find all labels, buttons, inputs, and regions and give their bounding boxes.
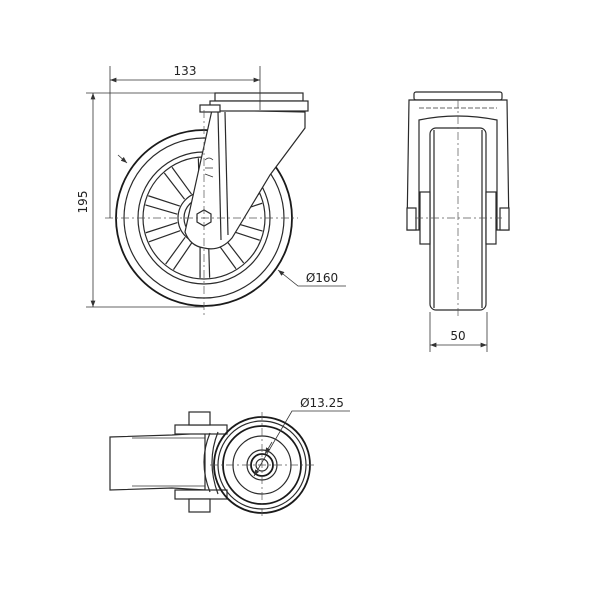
width-dimension-label: 133 bbox=[174, 64, 197, 78]
spoke-edge bbox=[163, 172, 186, 200]
bolt-bottom bbox=[188, 498, 211, 513]
front-view: 133 195 Ø160 bbox=[76, 64, 346, 318]
axle-nut-right bbox=[499, 207, 510, 231]
bore-diameter-label: Ø13.25 bbox=[300, 396, 344, 410]
spoke-edge bbox=[148, 230, 181, 243]
spoke-edge bbox=[145, 221, 178, 234]
bolt-top bbox=[188, 411, 211, 426]
dimension-diameter-13-25: Ø13.25 bbox=[253, 396, 350, 477]
spoke-edge bbox=[148, 195, 180, 207]
spoke-edge bbox=[165, 236, 186, 265]
top-view: Ø13.25 bbox=[109, 396, 350, 518]
dimension-133: 133 bbox=[109, 64, 261, 218]
side-view: 50 bbox=[406, 91, 510, 352]
spoke-edge bbox=[171, 166, 192, 195]
brand-logo bbox=[204, 157, 214, 178]
spoke-edge bbox=[145, 204, 178, 215]
wheel-top bbox=[109, 432, 206, 491]
axle-nut-left bbox=[406, 207, 417, 231]
spoke-edge bbox=[208, 244, 211, 278]
dimension-195: 195 bbox=[76, 92, 215, 308]
tread-leader bbox=[117, 154, 128, 164]
wheel-width-label: 50 bbox=[450, 329, 465, 343]
dimension-50: 50 bbox=[429, 312, 488, 352]
swivel-bracket bbox=[184, 92, 309, 250]
wheel-diameter-label: Ø160 bbox=[306, 271, 338, 285]
height-dimension-label: 195 bbox=[76, 191, 90, 214]
spoke-edge bbox=[172, 241, 193, 270]
dimension-diameter-160: Ø160 bbox=[277, 269, 346, 287]
